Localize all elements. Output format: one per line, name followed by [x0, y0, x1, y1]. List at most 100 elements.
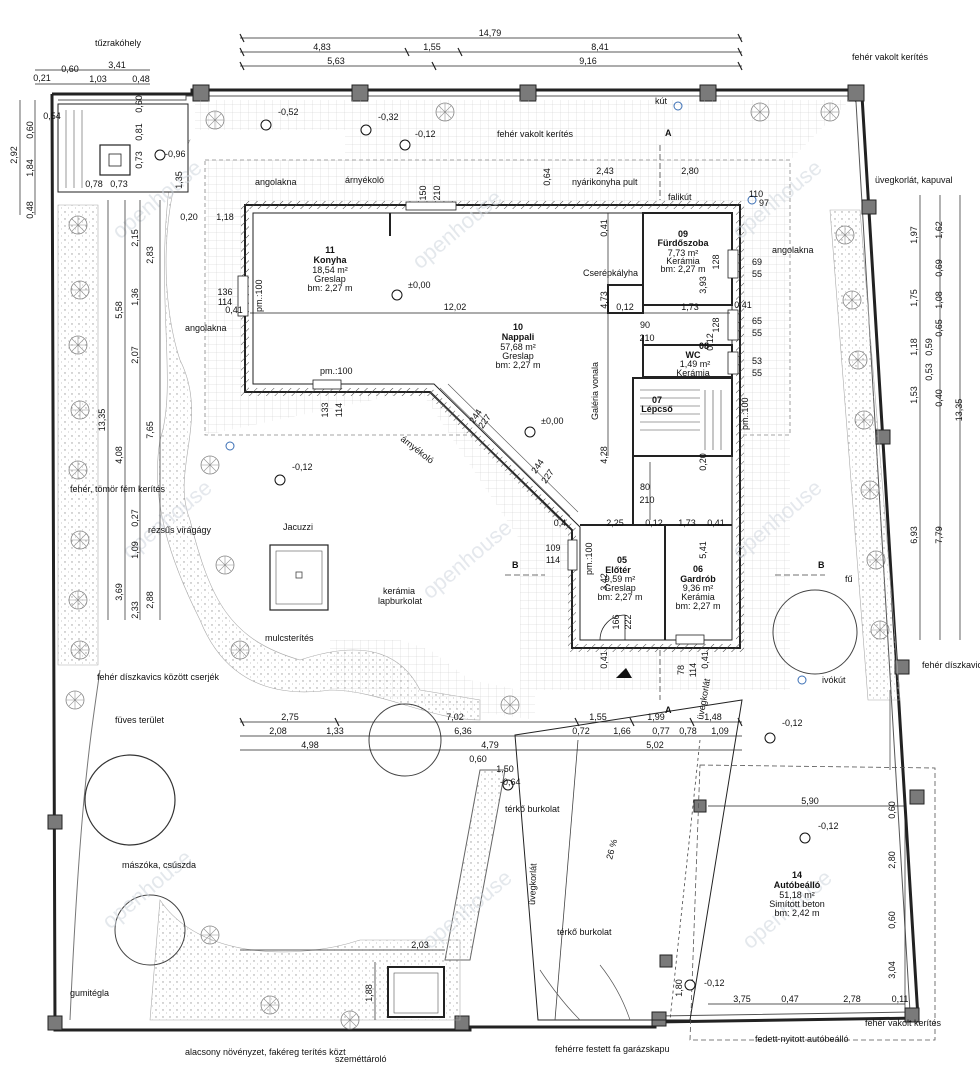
carport-height: bm: 2,42 m: [774, 908, 819, 918]
dim-r-197: 1,97: [909, 226, 919, 244]
section-a-bottom: A: [665, 705, 672, 715]
dim-left-184: 1,84: [25, 159, 35, 177]
dim-n-041: 0,41: [599, 219, 609, 237]
dim-tl-060: 0,60: [61, 64, 79, 74]
dim-m-077: 0,77: [652, 726, 670, 736]
level-m012b: -0,12: [292, 462, 313, 472]
dim-m-275: 2,75: [281, 712, 299, 722]
hall-floor: Greslap: [604, 583, 636, 593]
dim-top-a: 4,83: [313, 42, 331, 52]
dim-r-693: 6,93: [909, 526, 919, 544]
wardrobe-number: 06: [693, 564, 703, 574]
hall-height: bm: 2,27 m: [597, 592, 642, 602]
angolakna-1: angolakna: [255, 177, 297, 187]
carport-area: 51,18 m²: [779, 890, 815, 900]
dim-h-342: 3,42: [599, 573, 609, 591]
dim-l-288: 2,88: [145, 591, 155, 609]
dim-r-053: 0,53: [924, 363, 934, 381]
carport-number: 14: [792, 870, 802, 880]
wc-number: 08: [699, 341, 709, 351]
dim-c-304: 3,04: [887, 961, 897, 979]
dim-l-136: 1,36: [130, 288, 140, 306]
slope-label: 26 %: [604, 838, 619, 860]
dim-c-060b: 0,60: [887, 911, 897, 929]
jacuzzi: [269, 544, 329, 611]
angolakna-3: angolakna: [772, 245, 814, 255]
dim-m-148: 1,48: [704, 712, 722, 722]
pm100-kitchen: pm.:100: [254, 279, 264, 312]
dim-r-153: 1,53: [909, 386, 919, 404]
dim-m-150: 1,50: [496, 764, 514, 774]
dim-s-203: 2,03: [411, 940, 429, 950]
ceramic-label: kerámia: [383, 586, 415, 596]
dim-c-047: 0,47: [781, 994, 799, 1004]
bathroom-height: bm: 2,27 m: [660, 264, 705, 274]
living-area: 57,68 m²: [500, 342, 536, 352]
dim-tl-048: 0,48: [132, 74, 150, 84]
dim-b-53: 53: [752, 356, 762, 366]
dim-b-020: 0,20: [698, 453, 708, 471]
glass-rail-label-1: üvegkorlát, kapuval: [875, 175, 953, 185]
dim-h-225: 2,25: [606, 518, 624, 528]
dim-top-total: 14,79: [479, 28, 502, 38]
pm100-living: pm.:100: [320, 366, 353, 376]
dim-top-c: 8,41: [591, 42, 609, 52]
dim-w-243: 2,43: [596, 166, 614, 176]
summer-kitchen-label: nyárikonyha pult: [572, 177, 638, 187]
level-m012e: -0,12: [704, 978, 725, 988]
fireplace: [57, 103, 189, 193]
bin-storage-label: szeméttároló: [335, 1054, 387, 1064]
dim-h-166: 166: [611, 614, 621, 629]
dim-m-636: 6,36: [454, 726, 472, 736]
wells: [225, 101, 807, 685]
dim-l-408: 4,08: [114, 446, 124, 464]
plot-boundary: [47, 84, 925, 1032]
carport-name: Autóbeálló: [774, 880, 821, 890]
dim-l-135: 1,35: [174, 171, 184, 189]
ceramic-label-2: lapburkolat: [378, 596, 423, 606]
dim-c-375: 3,75: [733, 994, 751, 1004]
stairs-number: 07: [652, 395, 662, 405]
wardrobe-name: Gardrób: [680, 574, 716, 584]
dim-w-280: 2,80: [681, 166, 699, 176]
dim-n-428: 4,28: [599, 446, 609, 464]
dim-w-064: 0,64: [542, 168, 552, 186]
dim-h-041: 0,41: [707, 518, 725, 528]
well-label: kút: [655, 96, 668, 106]
fireplace-label: tűzrakóhely: [95, 38, 142, 48]
dim-n-133: 133: [320, 402, 330, 417]
trees: [65, 102, 890, 1030]
dim-r-118: 1,18: [909, 338, 919, 356]
dim-c-180: 1,80: [674, 979, 684, 997]
metal-fence-label: fehér, tömör fém kerítés: [70, 484, 166, 494]
shade2-label: árnyékoló: [399, 434, 436, 466]
glass-rail-label-2: üvegkorlát: [527, 863, 538, 905]
dimensions: 14,79 4,83 1,55 8,41 5,63 9,16 3,41 0,21…: [9, 28, 964, 1004]
section-a-top: A: [665, 128, 672, 138]
kitchen-floor: Greslap: [314, 274, 346, 284]
dim-c-278: 2,78: [843, 994, 861, 1004]
wardrobe-floor: Kerámia: [681, 592, 715, 602]
raised-bed-label: rézsűs virágágy: [148, 525, 212, 535]
dim-l-233: 2,33: [130, 601, 140, 619]
level-m096: -0,96: [165, 149, 186, 159]
building: [237, 201, 744, 678]
dim-k-114: 114: [218, 297, 232, 307]
dim-n-114: 114: [334, 403, 344, 417]
dim-m-702: 7,02: [446, 712, 464, 722]
hall-number: 05: [617, 555, 627, 565]
section-markers: [505, 145, 825, 700]
level-terrace: ±0,00: [541, 416, 563, 426]
dim-r-040: 0,40: [934, 389, 944, 407]
dim-l-369: 3,69: [114, 583, 124, 601]
dim-b-128b: 128: [711, 317, 721, 332]
jacuzzi-label: Jacuzzi: [283, 522, 313, 532]
dim-m-155: 1,55: [589, 712, 607, 722]
dim-k-041: 0,41: [225, 305, 243, 315]
dim-w-110: 110: [749, 189, 763, 199]
dim-m-109: 1,09: [711, 726, 729, 736]
dim-top-b: 1,55: [423, 42, 441, 52]
tile-stove-label: Cserépkályha: [583, 268, 638, 278]
dim-h-012: 0,12: [645, 518, 663, 528]
dim-m-060: 0,60: [469, 754, 487, 764]
